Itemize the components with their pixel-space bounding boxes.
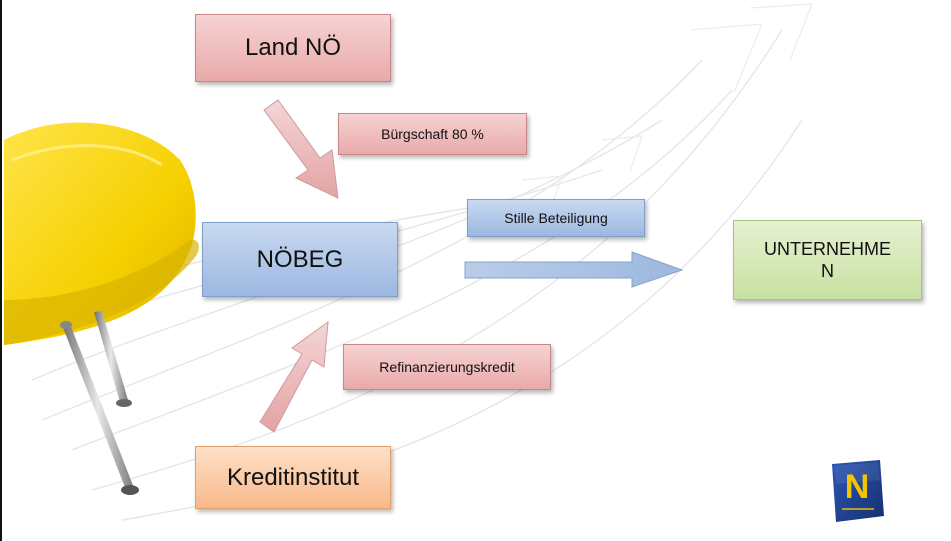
edge-label-buergschaft: Bürgschaft 80 % [338,113,527,155]
node-kreditinstitut-label: Kreditinstitut [226,463,360,491]
node-kreditinstitut: Kreditinstitut [195,446,391,509]
edge-label-buergschaft-text: Bürgschaft 80 % [381,126,484,142]
node-land-noe: Land NÖ [195,14,391,82]
arrow-noebeg-to-unternehmen [464,251,684,288]
node-land-noe-label: Land NÖ [244,34,342,61]
node-unternehmen-label: UNTERNEHME N [763,239,891,281]
arrow-land-to-noebeg [263,99,339,199]
edge-label-stille-beteiligung: Stille Beteiligung [467,199,645,237]
noe-logo-icon: N [832,460,884,522]
node-unternehmen: UNTERNEHME N [733,220,922,300]
node-noebeg: NÖBEG [202,222,398,297]
logo-letter: N [845,468,870,506]
edge-label-refinanzierungskredit: Refinanzierungskredit [343,344,551,390]
node-noebeg-label: NÖBEG [256,245,344,273]
edge-label-refinanzierungskredit-text: Refinanzierungskredit [379,359,515,375]
edge-label-stille-beteiligung-text: Stille Beteiligung [504,210,608,226]
arrow-kreditinstitut-to-noebeg [259,320,329,433]
